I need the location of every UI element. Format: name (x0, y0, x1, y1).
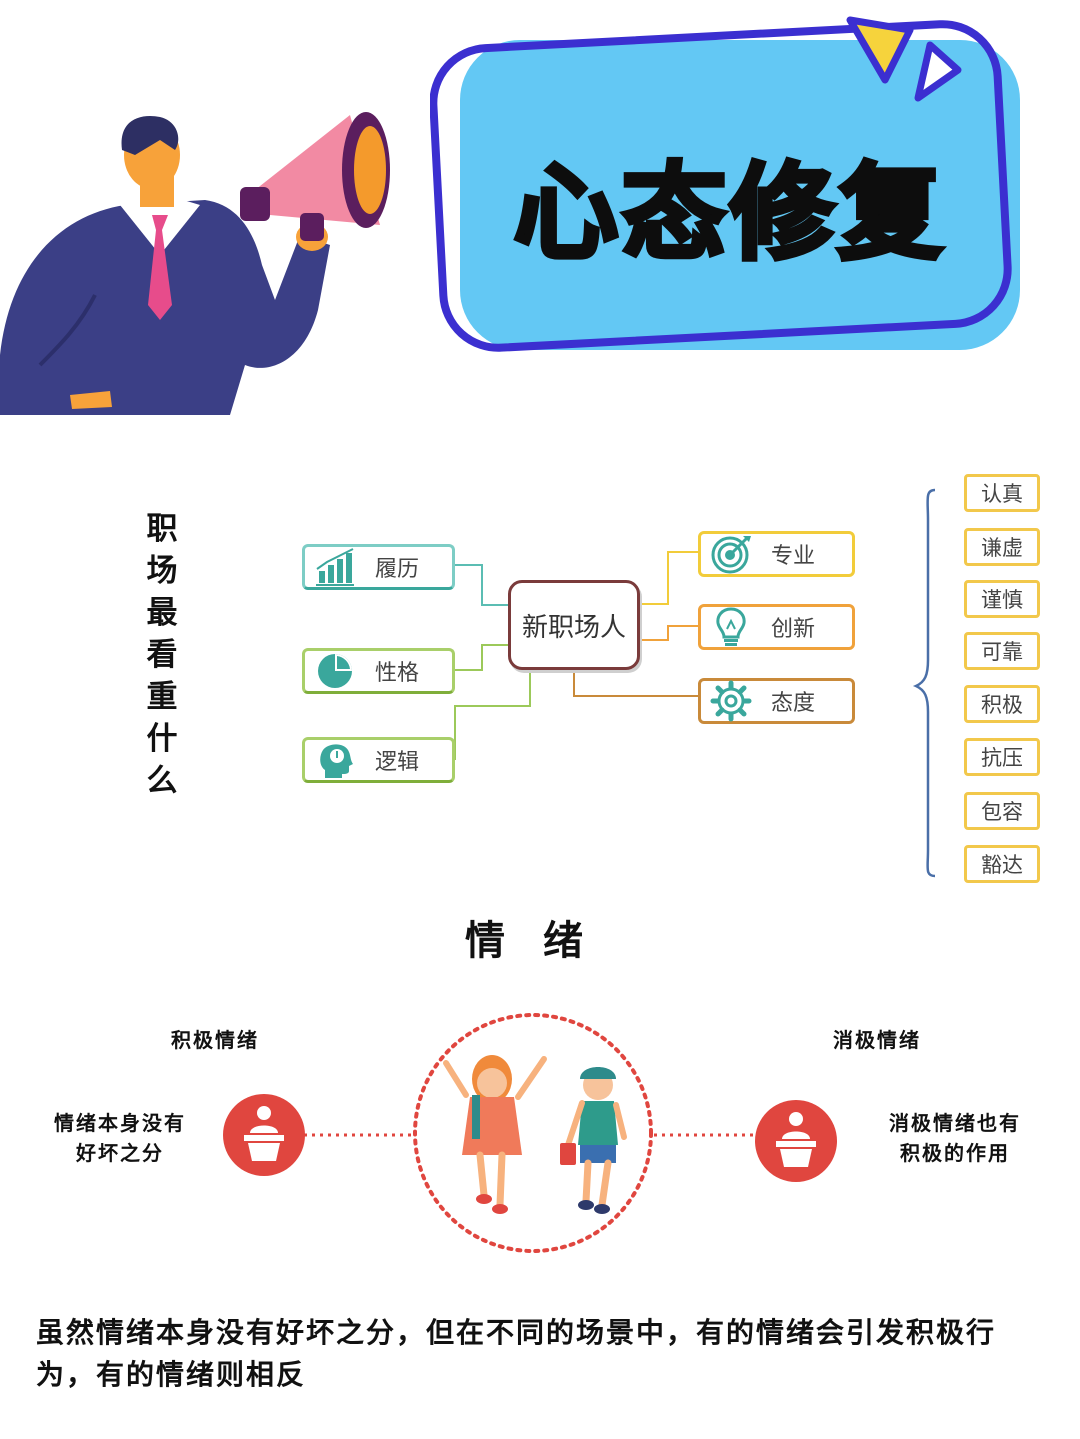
question-char: 重 (146, 679, 178, 715)
title-card (430, 16, 1020, 352)
node-attitude: 态度 (698, 678, 855, 724)
trait-item: 包容 (964, 792, 1040, 830)
businessman-megaphone-illustration (0, 112, 390, 415)
bar-chart-icon (316, 548, 354, 586)
emotion-title: 情 绪 (465, 918, 595, 964)
positive-note: 情绪本身没有 好坏之分 (40, 1108, 200, 1168)
head-idea-icon (320, 744, 353, 778)
node-resume: 履历 (302, 544, 455, 590)
question-char: 什 (146, 721, 178, 757)
upset-boy-illustration (560, 1067, 627, 1214)
speaker-podium-icon (755, 1100, 837, 1182)
node-label: 创新 (771, 617, 816, 642)
negative-note: 消极情绪也有 积极的作用 (870, 1108, 1040, 1168)
pie-chart-icon (318, 654, 352, 688)
negative-note-line: 消极情绪也有 (889, 1111, 1021, 1135)
trait-item: 谨慎 (964, 580, 1040, 618)
node-label: 性格 (375, 661, 420, 686)
node-personality: 性格 (302, 648, 455, 694)
negative-note-line: 积极的作用 (900, 1141, 1010, 1165)
lightbulb-icon (716, 607, 746, 646)
gear-icon (710, 680, 752, 722)
node-label: 履历 (375, 557, 420, 582)
mindmap-center: 新职场人 (508, 580, 640, 670)
mindmap-connectors (454, 488, 936, 878)
node-label: 专业 (771, 544, 816, 569)
happy-girl-illustration (443, 1055, 547, 1214)
trait-item: 积极 (964, 685, 1040, 723)
question-char: 职 (146, 511, 178, 547)
node-innovation: 创新 (698, 604, 855, 650)
node-label: 态度 (771, 691, 816, 716)
trait-item: 谦虚 (964, 528, 1040, 566)
question-char: 最 (146, 595, 178, 631)
trait-item: 认真 (964, 474, 1040, 512)
trait-item: 抗压 (964, 738, 1040, 776)
summary-text: 虽然情绪本身没有好坏之分，但在不同的场景中，有的情绪会引发积极行为，有的情绪则相… (36, 1316, 997, 1391)
positive-note-line: 好坏之分 (76, 1141, 164, 1165)
page-title: 心态修复 (511, 150, 946, 277)
question-char: 看 (146, 637, 178, 673)
question-char: 场 (146, 553, 178, 589)
trait-item: 可靠 (964, 632, 1040, 670)
positive-note-line: 情绪本身没有 (54, 1111, 186, 1135)
speaker-podium-icon (223, 1094, 305, 1176)
question-char: 么 (146, 763, 178, 799)
node-professional: 专业 (698, 531, 855, 577)
node-logic: 逻辑 (302, 737, 455, 783)
vertical-question: 职 场 最 看 重 什 么 (140, 508, 184, 802)
positive-emotion-label: 积极情绪 (171, 1028, 259, 1052)
node-label: 逻辑 (375, 750, 420, 775)
trait-item: 豁达 (964, 845, 1040, 883)
emotion-diagram (223, 1013, 837, 1253)
negative-emotion-label: 消极情绪 (833, 1028, 921, 1052)
target-icon (711, 536, 751, 574)
